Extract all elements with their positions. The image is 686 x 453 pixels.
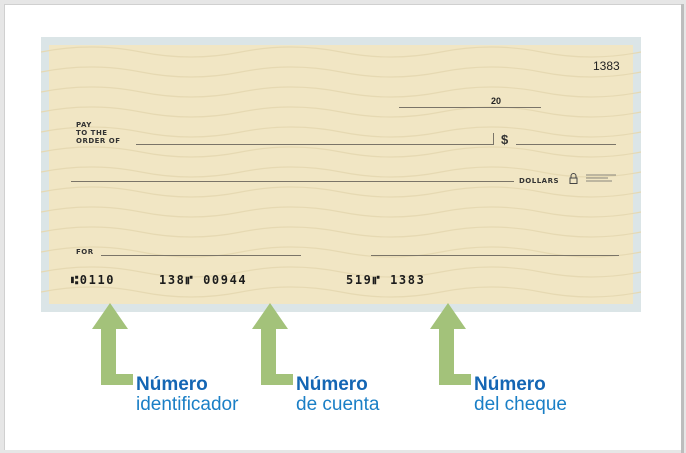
account-number-label: Número de cuenta	[296, 375, 379, 415]
dollars-label: DOLLARS	[519, 177, 560, 185]
to-the-label: TO THE	[76, 129, 108, 137]
memo-line	[101, 255, 301, 256]
blank-check: 1383 20 PAY TO THE ORDER OF $ DOLLARS FO…	[41, 37, 641, 312]
frame-shadow	[681, 4, 684, 453]
date-year-prefix: 20	[491, 96, 502, 106]
for-label: FOR	[76, 248, 94, 256]
amount-box-line	[516, 144, 616, 145]
micr-check-number: 519⑈ 1383	[346, 273, 426, 287]
security-features-icon	[586, 174, 616, 182]
up-arrow-icon	[252, 303, 293, 385]
routing-label-subtitle: identificador	[136, 394, 239, 415]
account-label-title: Número	[296, 374, 368, 395]
dollar-sign: $	[501, 132, 509, 147]
amount-words-line	[71, 181, 514, 182]
check-wave-pattern	[41, 46, 641, 298]
check-number: 1383	[593, 59, 620, 73]
check-number-label: Número del cheque	[474, 375, 567, 415]
check-label-title: Número	[474, 374, 546, 395]
signature-line	[371, 255, 619, 256]
payee-line-end	[493, 133, 494, 145]
padlock-icon	[569, 173, 578, 184]
payee-line	[136, 144, 494, 145]
date-line	[399, 107, 541, 108]
up-arrow-icon	[92, 303, 133, 385]
micr-account-number: 138⑈ 00944	[159, 273, 248, 287]
account-label-subtitle: de cuenta	[296, 394, 380, 415]
micr-routing-number: ⑆0110	[71, 273, 116, 287]
up-arrow-icon	[430, 303, 471, 385]
check-label-subtitle: del cheque	[474, 394, 567, 415]
order-of-label: ORDER OF	[76, 137, 121, 145]
pay-label: PAY	[76, 121, 92, 129]
routing-number-label: Número identificador	[136, 375, 238, 415]
routing-label-title: Número	[136, 374, 208, 395]
